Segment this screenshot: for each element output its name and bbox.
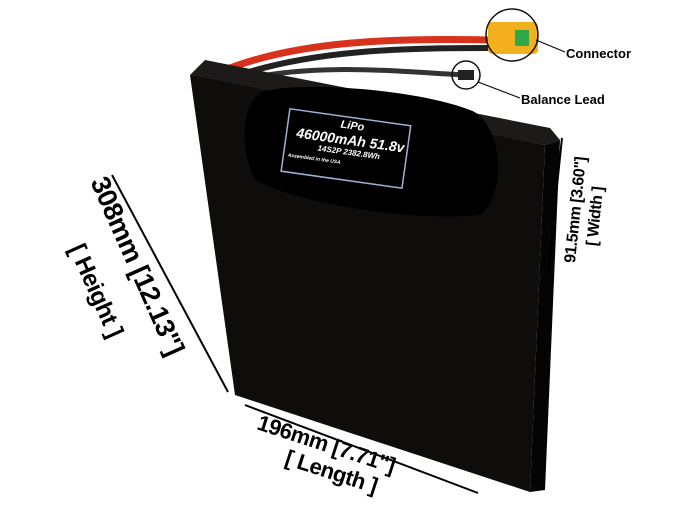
red-wire <box>223 35 491 74</box>
balance-lead-highlight-circle <box>451 60 481 90</box>
black-wire <box>229 45 491 81</box>
connector-callout: Connector <box>566 46 631 61</box>
width-arrow <box>547 137 563 273</box>
balance-lead-callout: Balance Lead <box>521 92 605 107</box>
length-arrow <box>244 404 479 494</box>
xt90-connector-icon <box>488 22 538 54</box>
battery-label <box>280 107 412 190</box>
height-arrow <box>111 174 229 393</box>
connector-highlight-circle <box>485 8 539 62</box>
